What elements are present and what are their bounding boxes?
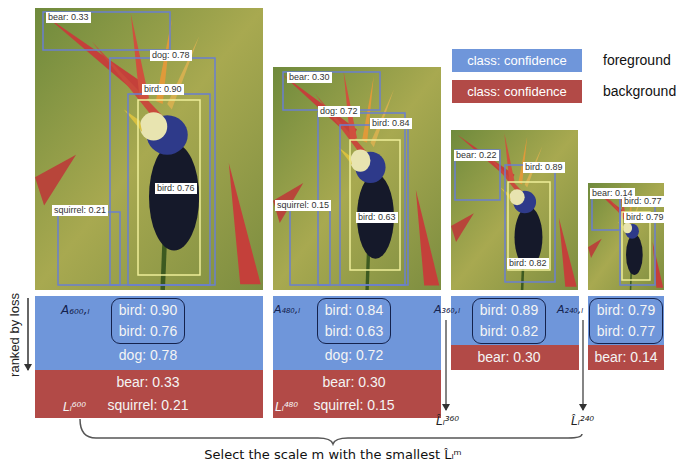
leaf bbox=[167, 36, 199, 109]
leaf bbox=[518, 136, 527, 184]
anchor-label: A₄₈₀,ₗ bbox=[274, 302, 300, 317]
detection-box bbox=[455, 150, 500, 200]
photo bbox=[451, 130, 578, 290]
class-score: bear: 0.30 bbox=[477, 348, 540, 366]
photo-ground bbox=[273, 67, 441, 290]
bird-body bbox=[626, 234, 643, 275]
detection-box bbox=[110, 58, 215, 285]
foreground-band: bird: 0.79bird: 0.77 bbox=[588, 296, 664, 345]
class-score: dog: 0.72 bbox=[325, 346, 383, 364]
detection-label: bird: 0.76 bbox=[155, 183, 197, 194]
photo bbox=[35, 8, 263, 290]
detection-label: bird: 0.79 bbox=[624, 212, 666, 223]
class-score: bird: 0.77 bbox=[596, 321, 656, 342]
bird-body bbox=[149, 143, 199, 250]
group-outline: bird: 0.90bird: 0.76 bbox=[111, 298, 185, 344]
photo-ground bbox=[35, 8, 263, 290]
anchor-label: A₃₆₀,ₗ bbox=[434, 302, 460, 317]
caption-note: Select the scale m with the smallest L̂ₗ… bbox=[204, 446, 461, 463]
rank-arrow bbox=[27, 298, 29, 370]
detection-label: bear: 0.22 bbox=[454, 150, 499, 161]
detection-box bbox=[58, 212, 120, 285]
leaf bbox=[504, 133, 514, 183]
bird-face bbox=[509, 189, 524, 205]
bird-face bbox=[140, 112, 167, 140]
class-score: bird: 0.84 bbox=[324, 300, 384, 321]
detection-box bbox=[283, 72, 380, 110]
loss-arrow bbox=[445, 320, 446, 410]
class-score: squirrel: 0.15 bbox=[314, 396, 395, 414]
detection-label: dog: 0.78 bbox=[150, 50, 192, 61]
legend-text: background bbox=[603, 83, 676, 100]
class-score: bear: 0.30 bbox=[322, 373, 385, 391]
detection-box bbox=[340, 125, 408, 285]
leaf bbox=[653, 242, 664, 288]
detection-label: bear: 0.30 bbox=[287, 72, 332, 83]
detection-label: bird: 0.63 bbox=[356, 212, 398, 223]
background-band: bear: 0.14 bbox=[588, 345, 664, 370]
background-band: bear: 0.30 bbox=[451, 345, 579, 370]
detection-label: squirrel: 0.21 bbox=[52, 205, 108, 216]
class-score: bear: 0.33 bbox=[116, 373, 179, 391]
photo-ground bbox=[451, 130, 578, 290]
detection-box bbox=[505, 165, 555, 282]
bird-beak bbox=[124, 110, 142, 133]
class-score: squirrel: 0.21 bbox=[108, 396, 189, 414]
detection-label: bird: 0.82 bbox=[507, 258, 549, 269]
legend-key: class: confidence bbox=[467, 83, 567, 100]
bird-face bbox=[623, 223, 632, 234]
detection-box bbox=[290, 205, 330, 285]
detection-label: dog: 0.72 bbox=[318, 106, 360, 117]
legend-key: class: confidence bbox=[467, 52, 567, 69]
leaf bbox=[588, 239, 602, 258]
detection-box bbox=[128, 94, 210, 285]
leaf bbox=[229, 163, 261, 284]
loss-label: L̂ₗ³⁶⁰ bbox=[436, 413, 459, 429]
photo-ground bbox=[588, 183, 664, 290]
group-outline: bird: 0.79bird: 0.77 bbox=[589, 298, 663, 344]
detection-box bbox=[350, 140, 400, 270]
detection-box bbox=[620, 197, 655, 285]
loss-label: Lₗ⁶⁰⁰ bbox=[63, 399, 86, 415]
class-score: bird: 0.63 bbox=[324, 321, 384, 342]
axis-label: ranked by loss bbox=[6, 293, 23, 377]
leaf bbox=[416, 190, 440, 286]
anchor-label: A₂₄₀,ₗ bbox=[557, 302, 583, 317]
detection-label: bear: 0.33 bbox=[46, 12, 91, 23]
detection-label: bird: 0.84 bbox=[370, 118, 412, 129]
class-score: bird: 0.82 bbox=[479, 321, 539, 342]
loss-label: Lₗ⁴⁸⁰ bbox=[275, 399, 298, 415]
photo bbox=[273, 67, 441, 290]
anchor-label: A₆₀₀,ₗ bbox=[61, 302, 89, 318]
detection-box bbox=[508, 182, 550, 270]
brace bbox=[80, 419, 582, 444]
background-band: bear: 0.30 squirrel: 0.15 bbox=[273, 370, 441, 418]
group-outline: bird: 0.89bird: 0.82 bbox=[472, 298, 546, 344]
legend-text: foreground bbox=[603, 52, 671, 69]
detection-box bbox=[318, 113, 405, 285]
detection-label: bird: 0.90 bbox=[142, 84, 184, 95]
detection-box bbox=[138, 100, 200, 275]
class-score: bird: 0.89 bbox=[479, 300, 539, 321]
detection-label: bird: 0.89 bbox=[523, 162, 565, 173]
leaf bbox=[451, 213, 474, 242]
leaf bbox=[35, 155, 76, 206]
loss-arrow bbox=[582, 320, 583, 410]
bird-face bbox=[350, 150, 370, 172]
class-score: bird: 0.79 bbox=[596, 300, 656, 321]
detection-box bbox=[43, 12, 170, 50]
detection-label: bird: 0.77 bbox=[622, 196, 664, 207]
class-score: dog: 0.78 bbox=[119, 346, 177, 364]
leaf bbox=[559, 218, 577, 287]
class-score: bird: 0.76 bbox=[118, 321, 178, 342]
detection-label: squirrel: 0.15 bbox=[275, 200, 331, 211]
group-outline: bird: 0.84bird: 0.63 bbox=[317, 298, 391, 344]
class-score: bird: 0.90 bbox=[118, 300, 178, 321]
loss-label: L̂ₗ²⁴⁰ bbox=[571, 413, 594, 429]
photo bbox=[588, 183, 664, 290]
class-score: bear: 0.14 bbox=[594, 348, 657, 366]
